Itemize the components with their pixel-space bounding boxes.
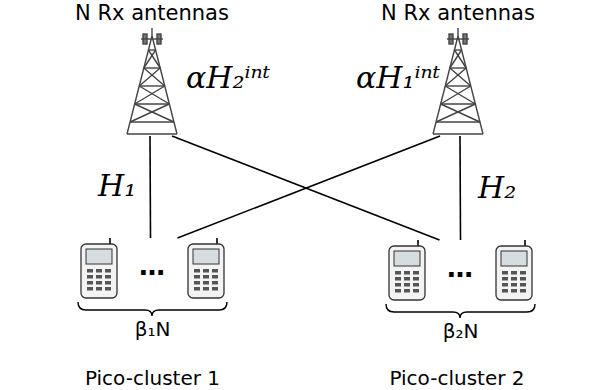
antenna-label: N Rx antennas	[75, 0, 229, 26]
channel-label-holder: αH₂ⁱⁿᵗ	[186, 60, 270, 96]
channel-label: αH₁ⁱⁿᵗ	[356, 60, 440, 96]
channel-link	[172, 136, 440, 240]
channel-label: H₁	[98, 168, 136, 204]
cluster-heading: Pico-cluster 2	[308, 368, 606, 388]
cluster-heading: Pico-cluster 1	[5, 368, 300, 388]
group-size-label: β₁N	[135, 317, 171, 341]
channel-link	[149, 136, 151, 238]
ellipsis-holder: …	[447, 254, 473, 282]
cluster-heading-holder: Pico-cluster 1	[5, 368, 300, 388]
cluster-heading-holder: Pico-cluster 2	[308, 368, 606, 388]
group-size-label: β₂N	[443, 319, 479, 343]
antenna-label: N Rx antennas	[381, 0, 535, 26]
channel-label: αH₂ⁱⁿᵗ	[186, 60, 270, 96]
channel-label-holder: H₁	[98, 168, 136, 204]
pico-cluster-region: Pico-cluster 2N Rx antennasβ₂N	[308, 0, 606, 368]
channel-link	[459, 136, 461, 240]
channel-label-holder: H₂	[478, 170, 516, 206]
ellipsis-mark: …	[139, 252, 165, 280]
pico-cluster-region: Pico-cluster 1N Rx antennasβ₁N	[5, 0, 300, 368]
channel-link	[178, 136, 441, 238]
channel-label: H₂	[478, 170, 516, 206]
ellipsis-holder: …	[139, 252, 165, 280]
channel-label-holder: αH₁ⁱⁿᵗ	[356, 60, 440, 96]
tower-icon	[117, 28, 187, 136]
ellipsis-mark: …	[447, 254, 473, 282]
